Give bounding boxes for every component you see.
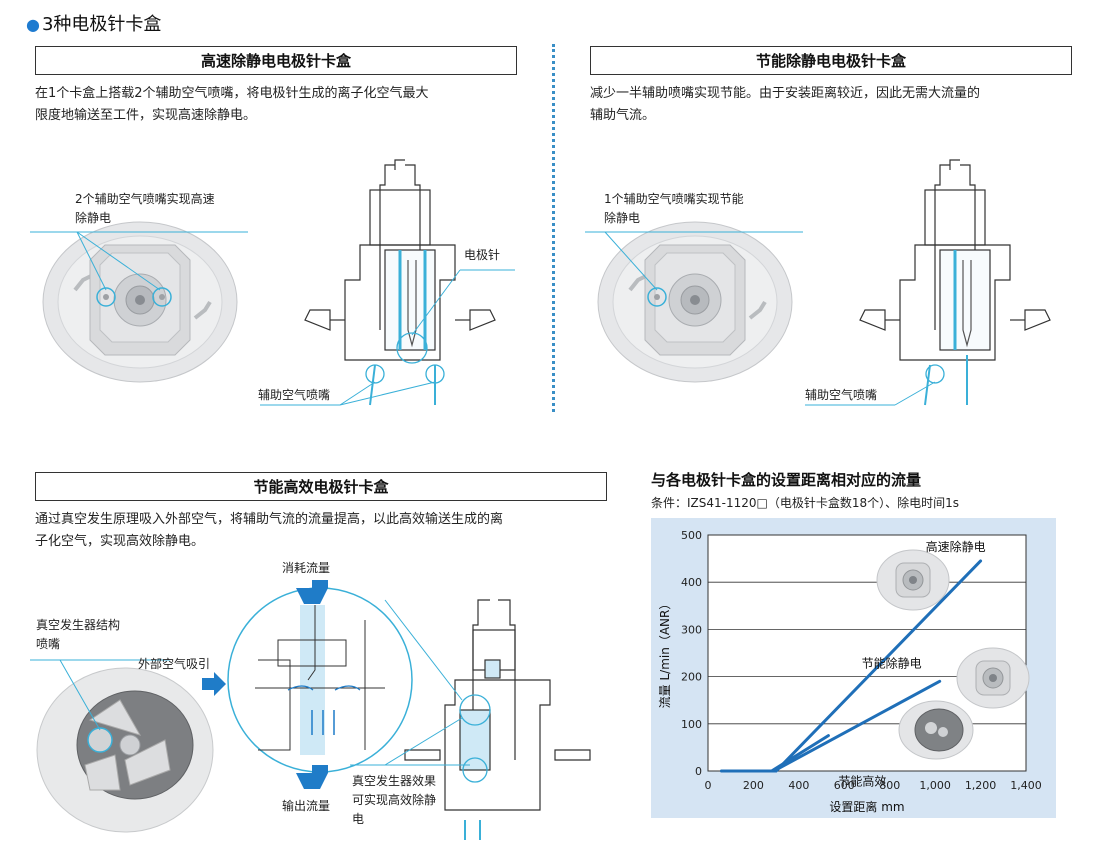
high-speed-electrode-label: 电极针 [464,248,501,262]
series-label-0: 高速除静电 [926,539,986,554]
high-speed-callout: 2个辅助空气喷嘴实现高速 除静电 [75,192,215,225]
high-efficiency-cartridge-image [36,667,214,833]
energy-saving-thumbnail-image [956,647,1030,709]
high-efficiency-description: 通过真空发生原理吸入外部空气，将辅助气流的流量提高，以此高效输送生成的离 子化空… [35,512,504,549]
series-line-2 [720,734,830,773]
energy-saving-heading: 节能除静电电极针卡盒 [590,46,1072,75]
energy-saving-illustration [585,159,1051,406]
high-speed-description: 在1个卡盒上搭载2个辅助空气喷嘴，将电极针生成的离子化空气最大 限度地输送至工件… [35,86,429,123]
y-axis-label: 流量 L/min（ANR） [658,598,672,709]
section-divider [552,44,555,412]
high-speed-heading: 高速除静电电极针卡盒 [35,46,517,75]
x-tick-label: 200 [743,779,764,792]
energy-saving-nozzle-label: 辅助空气喷嘴 [805,388,878,402]
magnified-view [227,587,413,773]
high-speed-thumbnail-image [876,549,950,611]
y-tick-label: 0 [695,765,702,778]
vacuum-effect-label: 真空发生器效果 可实现高效除静 电 [352,774,437,826]
consumption-flow-label: 消耗流量 [282,561,331,575]
external-air-label: 外部空气吸引 [138,657,211,671]
high-speed-cross-section [304,159,496,406]
chart-title: 与各电极针卡盒的设置距离相对应的流量 [651,471,922,489]
energy-saving-cross-section [859,159,1051,406]
high-speed-illustration [30,159,515,406]
series-label-2: 节能高效 [838,774,886,789]
y-tick-label: 200 [681,671,702,684]
y-tick-label: 500 [681,529,702,542]
high-efficiency-heading: 节能高效电极针卡盒 [35,472,607,501]
page-title: ●3种电极针卡盒 [26,14,162,35]
chart-condition: 条件：IZS41-1120□（电极针卡盒数18个）、除电时间1s [651,496,960,510]
bullet-icon: ● [26,15,40,34]
high-speed-nozzle-label: 辅助空气喷嘴 [258,388,331,402]
y-tick-label: 300 [681,623,702,636]
x-tick-label: 400 [788,779,809,792]
high-efficiency-thumbnail-image [898,700,974,760]
x-tick-label: 800 [879,779,900,792]
energy-saving-cartridge-image [585,221,803,383]
x-tick-label: 1,400 [1010,779,1042,792]
series-label-1: 节能除静电 [862,655,922,670]
x-axis-label: 设置距离 mm [829,799,904,814]
x-tick-label: 600 [834,779,855,792]
x-tick-label: 1,000 [919,779,951,792]
x-tick-label: 1,200 [965,779,997,792]
energy-saving-callout: 1个辅助空气喷嘴实现节能 除静电 [604,192,744,225]
y-tick-label: 400 [681,576,702,589]
y-tick-label: 100 [681,718,702,731]
high-speed-cartridge-image [30,221,248,383]
x-tick-label: 0 [705,779,712,792]
vacuum-generator-label: 真空发生器结构 喷嘴 [36,618,121,651]
energy-saving-description: 减少一半辅助喷嘴实现节能。由于安装距离较近，因此无需大流量的 辅助气流。 [590,86,981,123]
output-flow-label: 输出流量 [282,799,331,813]
high-efficiency-illustration [30,580,591,840]
high-efficiency-cross-section [404,599,591,840]
